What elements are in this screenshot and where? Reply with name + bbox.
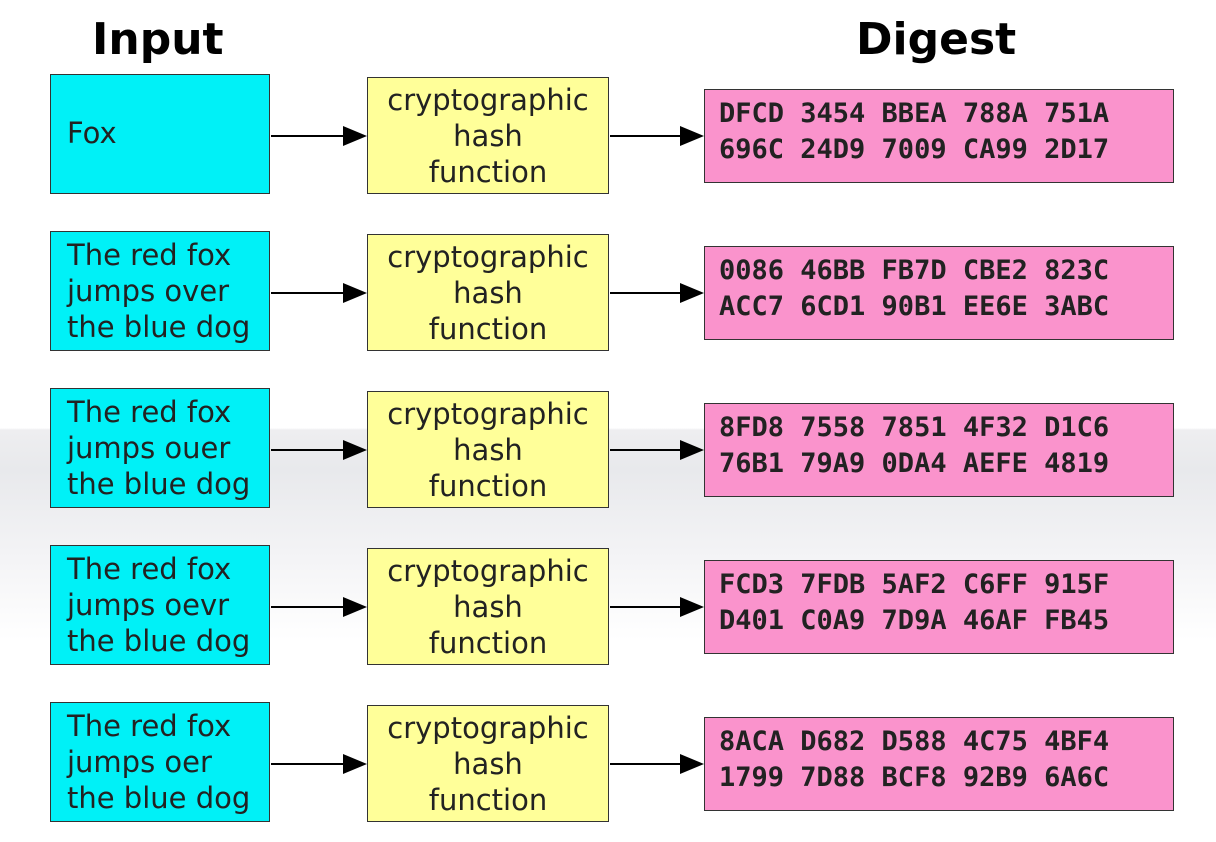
input-box: Fox — [50, 74, 270, 194]
digest-line-2: 696C 24D9 7009 CA99 2D17 — [719, 134, 1110, 165]
hash-function-label-line1: cryptographic — [387, 239, 589, 274]
arrow-right-icon — [271, 597, 367, 617]
hash-function-label-line3: function — [428, 625, 548, 660]
hash-function-box: cryptographic hash function — [367, 391, 609, 508]
arrow-right-icon — [271, 440, 367, 460]
digest-line-2: 76B1 79A9 0DA4 AEFE 4819 — [719, 448, 1110, 479]
hash-row: The red fox jumps oer the blue dog crypt… — [0, 702, 1216, 826]
hash-function-label-line3: function — [428, 311, 548, 346]
arrow-right-icon — [610, 597, 704, 617]
hash-function-label-line1: cryptographic — [387, 396, 589, 431]
hash-function-label-line2: hash — [453, 432, 523, 467]
digest-line-2: 1799 7D88 BCF8 92B9 6A6C — [719, 762, 1110, 793]
hash-row: The red fox jumps over the blue dog cryp… — [0, 231, 1216, 355]
digest-line-2: ACC7 6CD1 90B1 EE6E 3ABC — [719, 291, 1110, 322]
digest-line-1: DFCD 3454 BBEA 788A 751A — [719, 98, 1110, 129]
arrow-right-icon — [271, 754, 367, 774]
digest-box: FCD3 7FDB 5AF2 C6FF 915F D401 C0A9 7D9A 4… — [704, 560, 1174, 654]
hash-function-box: cryptographic hash function — [367, 77, 609, 194]
hash-function-label-line1: cryptographic — [387, 553, 589, 588]
arrow-right-icon — [610, 440, 704, 460]
arrow-right-icon — [610, 126, 704, 146]
digest-box: 8FD8 7558 7851 4F32 D1C6 76B1 79A9 0DA4 A… — [704, 403, 1174, 497]
hash-function-label-line2: hash — [453, 589, 523, 624]
input-box: The red fox jumps over the blue dog — [50, 231, 270, 351]
digest-box: 0086 46BB FB7D CBE2 823C ACC7 6CD1 90B1 E… — [704, 246, 1174, 340]
hash-function-box: cryptographic hash function — [367, 548, 609, 665]
hash-function-label-line1: cryptographic — [387, 710, 589, 745]
hash-row: Fox cryptographic hash function DFCD 345… — [0, 74, 1216, 198]
hash-function-box: cryptographic hash function — [367, 234, 609, 351]
hash-function-label-line2: hash — [453, 746, 523, 781]
hash-function-label-line1: cryptographic — [387, 82, 589, 117]
input-box: The red fox jumps oevr the blue dog — [50, 545, 270, 665]
hash-function-label-line3: function — [428, 154, 548, 189]
digest-line-1: 0086 46BB FB7D CBE2 823C — [719, 255, 1110, 286]
digest-line-1: 8ACA D682 D588 4C75 4BF4 — [719, 726, 1110, 757]
arrow-right-icon — [271, 283, 367, 303]
digest-box: DFCD 3454 BBEA 788A 751A 696C 24D9 7009 C… — [704, 89, 1174, 183]
arrow-right-icon — [271, 126, 367, 146]
digest-line-2: D401 C0A9 7D9A 46AF FB45 — [719, 605, 1110, 636]
arrow-right-icon — [610, 283, 704, 303]
hash-function-label-line2: hash — [453, 275, 523, 310]
input-column-header: Input — [92, 14, 224, 65]
hash-function-label-line2: hash — [453, 118, 523, 153]
digest-line-1: FCD3 7FDB 5AF2 C6FF 915F — [719, 569, 1110, 600]
hash-row: The red fox jumps oevr the blue dog cryp… — [0, 545, 1216, 669]
digest-line-1: 8FD8 7558 7851 4F32 D1C6 — [719, 412, 1110, 443]
hash-row: The red fox jumps ouer the blue dog cryp… — [0, 388, 1216, 512]
hash-function-box: cryptographic hash function — [367, 705, 609, 822]
hash-function-label-line3: function — [428, 782, 548, 817]
hash-function-label-line3: function — [428, 468, 548, 503]
digest-box: 8ACA D682 D588 4C75 4BF4 1799 7D88 BCF8 9… — [704, 717, 1174, 811]
digest-column-header: Digest — [856, 14, 1017, 65]
input-box: The red fox jumps oer the blue dog — [50, 702, 270, 822]
input-box: The red fox jumps ouer the blue dog — [50, 388, 270, 508]
arrow-right-icon — [610, 754, 704, 774]
